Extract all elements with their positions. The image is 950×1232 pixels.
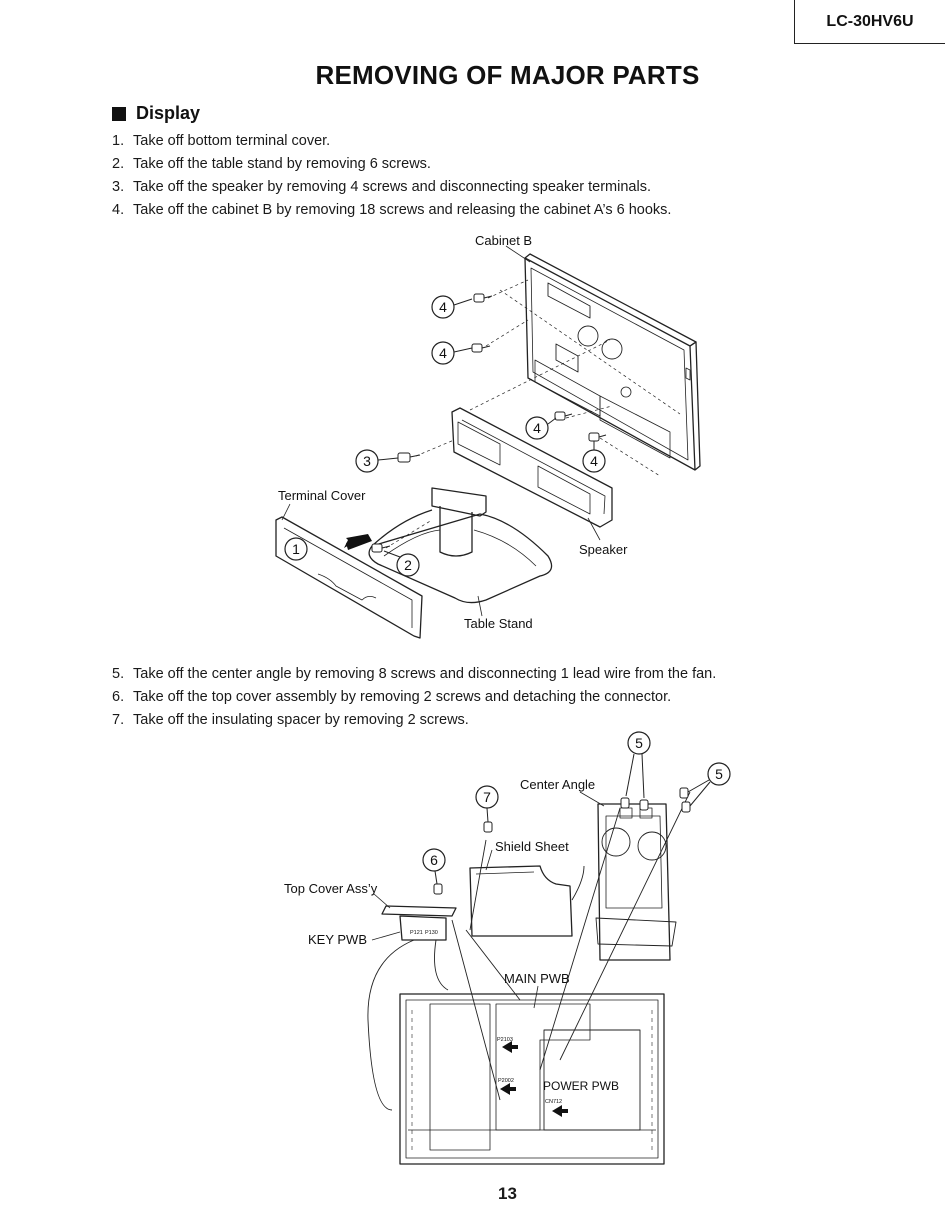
- arrow-icon: [502, 1041, 518, 1053]
- label-cabinet-b: Cabinet B: [475, 233, 532, 248]
- label-cn712: CN712: [545, 1099, 562, 1105]
- label-power-pwb: POWER PWB: [543, 1079, 619, 1093]
- display-exploded-diagram: 4 4 4 4 3 1 2 Cabinet B Terminal Cover S…: [275, 233, 701, 639]
- terminal-cover-illustration: [275, 516, 423, 639]
- svg-text:4: 4: [439, 345, 447, 361]
- callout-4: 4: [525, 416, 557, 440]
- screw-icon: [371, 543, 391, 553]
- screw-icon: [639, 799, 649, 811]
- speaker-illustration: [451, 407, 613, 528]
- table-stand-illustration: [368, 487, 553, 604]
- callout-4: 4: [582, 441, 606, 473]
- callout-4: 4: [431, 341, 473, 365]
- svg-text:5: 5: [715, 766, 723, 782]
- page-title: REMOVING OF MAJOR PARTS: [315, 60, 700, 90]
- top-cover-illustration: [381, 905, 457, 941]
- screw-icon: [473, 293, 493, 303]
- callout-6: 6: [422, 848, 446, 885]
- label-speaker: Speaker: [579, 542, 628, 557]
- arrow-icon: [500, 1083, 516, 1095]
- model-number-box: LC-30HV6U: [794, 0, 945, 44]
- svg-text:1: 1: [292, 541, 300, 557]
- svg-text:4: 4: [590, 453, 598, 469]
- label-p121: P121: [410, 930, 423, 936]
- callout-5: 5: [687, 762, 731, 807]
- label-table-stand: Table Stand: [464, 616, 533, 631]
- svg-text:2: 2: [404, 557, 412, 573]
- label-main-pwb: MAIN PWB: [504, 971, 570, 986]
- label-terminal-cover: Terminal Cover: [278, 488, 366, 503]
- square-bullet-icon: [112, 106, 126, 121]
- callout-7: 7: [475, 785, 499, 823]
- step-item: 5.Take off the center angle by removing …: [112, 666, 717, 682]
- screw-icon: [433, 883, 443, 895]
- screw-icon: [588, 432, 607, 442]
- callout-2: 2: [383, 550, 420, 577]
- steps-list-display: 1.Take off bottom terminal cover. 2.Take…: [112, 130, 671, 222]
- screw-icon: [471, 343, 491, 353]
- label-p2002: P2002: [498, 1078, 514, 1084]
- screw-icon: [483, 821, 493, 833]
- page-number: 13: [498, 1184, 517, 1203]
- chassis-illustration: [399, 993, 665, 1165]
- callout-3: 3: [355, 449, 399, 473]
- step-item: 2.Take off the table stand by removing 6…: [112, 156, 431, 172]
- step-item: 4.Take off the cabinet B by removing 18 …: [112, 202, 672, 218]
- steps-list-internal: 5.Take off the center angle by removing …: [112, 663, 716, 732]
- svg-text:4: 4: [533, 420, 541, 436]
- screw-icon: [681, 801, 691, 813]
- callout-4: 4: [431, 295, 473, 319]
- section-heading: Display: [112, 103, 200, 124]
- svg-text:4: 4: [439, 299, 447, 315]
- arrow-icon: [344, 534, 372, 550]
- shield-sheet-illustration: [469, 865, 573, 937]
- screw-icon: [397, 452, 421, 463]
- cabinet-b-illustration: [524, 253, 701, 471]
- step-item: 6.Take off the top cover assembly by rem…: [112, 689, 672, 705]
- screw-icon: [620, 797, 630, 809]
- svg-text:7: 7: [483, 789, 491, 805]
- label-center-angle: Center Angle: [520, 777, 595, 792]
- callout-1: 1: [284, 537, 308, 561]
- section-title: Display: [136, 103, 201, 123]
- step-item: 1.Take off bottom terminal cover.: [112, 133, 331, 149]
- step-item: 3.Take off the speaker by removing 4 scr…: [112, 179, 651, 195]
- label-p130: P130: [425, 930, 438, 936]
- arrow-icon: [552, 1105, 568, 1117]
- callout-5: 5: [625, 731, 651, 799]
- svg-text:6: 6: [430, 852, 438, 868]
- center-angle-illustration: [595, 803, 677, 961]
- screw-icon: [679, 787, 689, 799]
- svg-text:5: 5: [635, 735, 643, 751]
- svg-text:3: 3: [363, 453, 371, 469]
- model-number: LC-30HV6U: [826, 12, 914, 30]
- label-key-pwb: KEY PWB: [308, 932, 367, 947]
- label-top-cover: Top Cover Ass’y: [284, 881, 378, 896]
- step-item: 7.Take off the insulating spacer by remo…: [112, 712, 469, 728]
- screw-icon: [554, 411, 573, 421]
- label-shield-sheet: Shield Sheet: [495, 839, 569, 854]
- label-p2103: P2103: [497, 1037, 513, 1043]
